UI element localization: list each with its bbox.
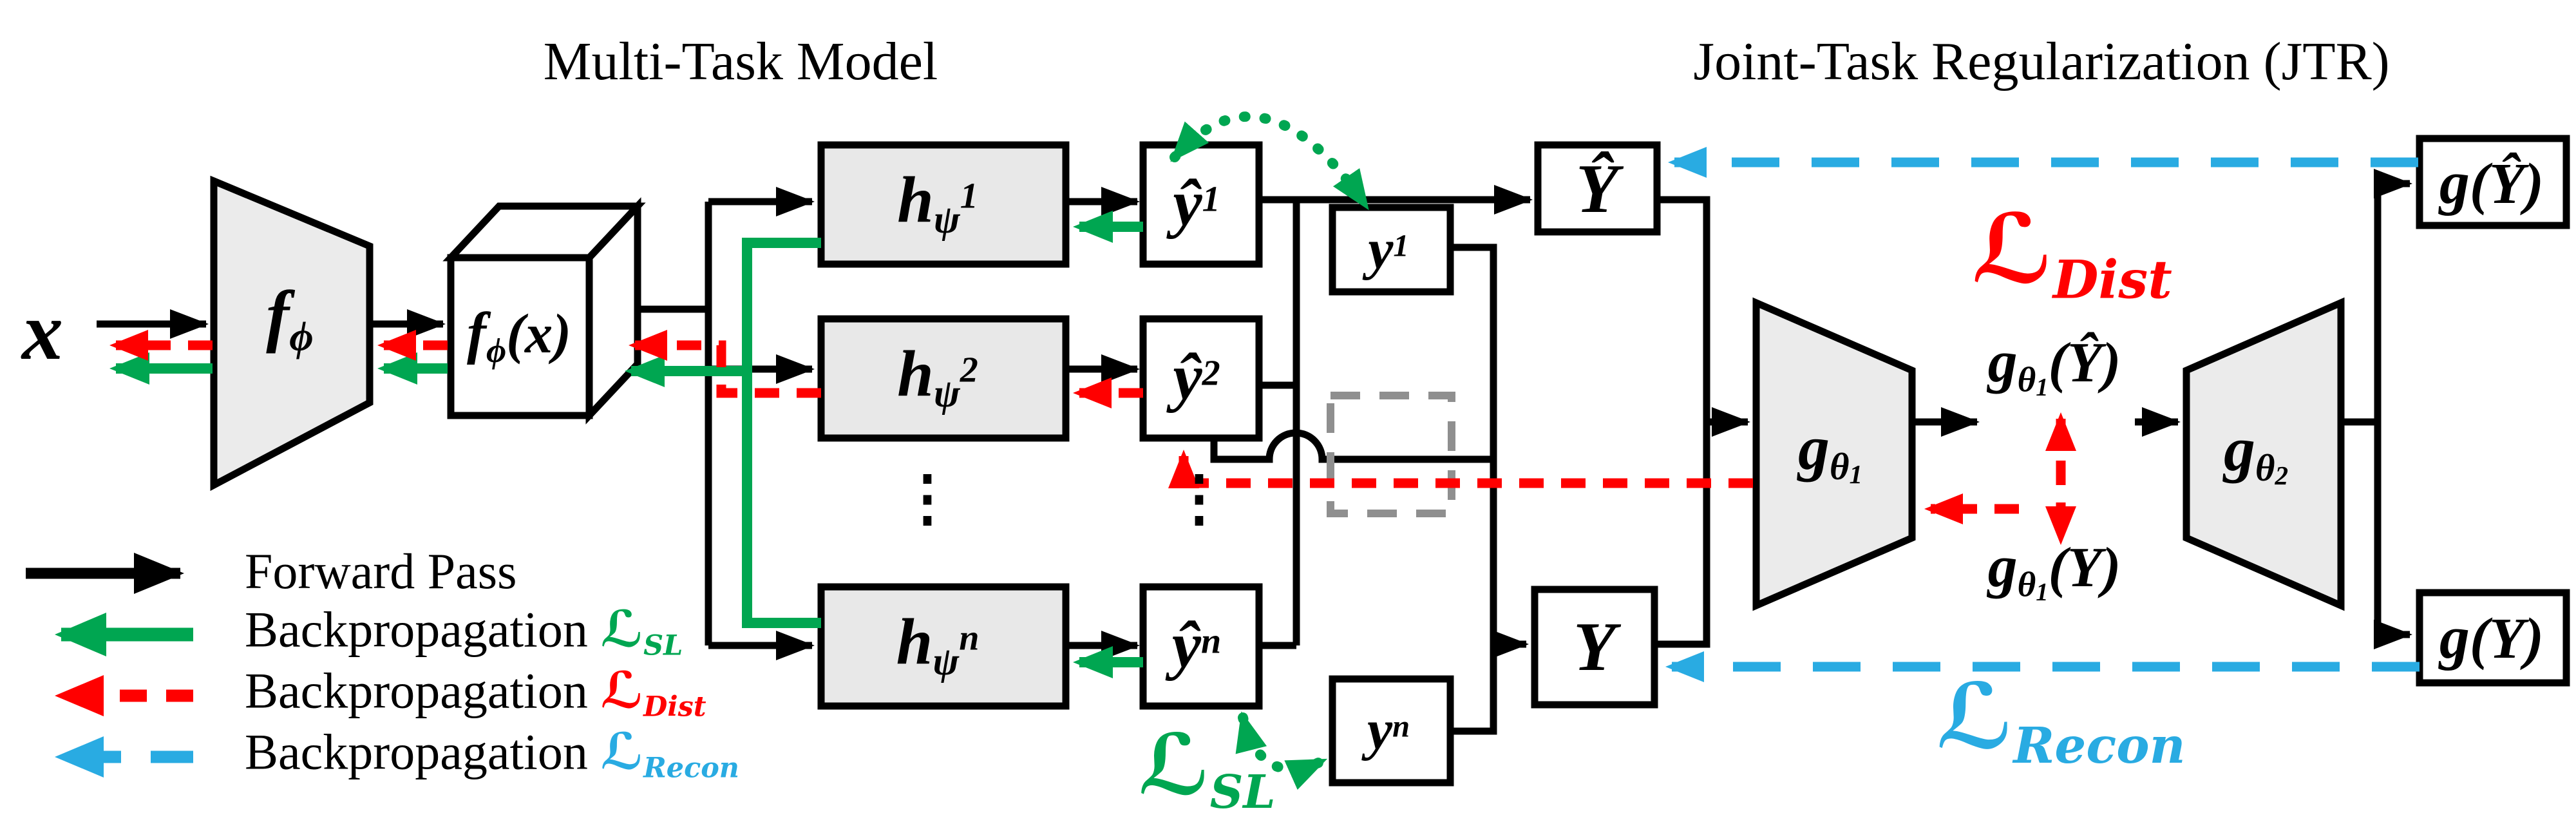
dist-loss-label: ℒDist <box>1971 193 2172 311</box>
feature-cube <box>442 197 646 425</box>
g2-label: gθ2 <box>2223 414 2289 491</box>
cube-front-face <box>447 254 593 419</box>
sl-arc-pred1-gt1 <box>1170 111 1370 211</box>
Yhat-label: Ŷ <box>1576 151 1618 227</box>
gY-box <box>2416 589 2570 687</box>
input-label: x <box>22 285 63 377</box>
sl-loss-label: ℒSL <box>1138 715 1276 819</box>
feature-label: fϕ(x) <box>467 301 571 370</box>
gYhat-box <box>2416 135 2570 229</box>
vdots-heads: ⋮ <box>896 464 958 533</box>
Yhat-box <box>1534 141 1661 236</box>
recon-backprop-lines <box>1665 147 2420 682</box>
pred2-label: ŷ2 <box>1173 341 1220 414</box>
encoder-trapezoid <box>210 175 374 492</box>
pred2-box <box>1139 315 1263 442</box>
legend-dist-label: Backpropagation ℒDist <box>245 661 706 723</box>
legend-sl-label: Backpropagation ℒSL <box>245 600 683 662</box>
red-head2-into-feature <box>629 330 821 398</box>
title-multi-task: Multi-Task Model <box>543 32 938 91</box>
title-jtr: Joint-Task Regularization (JTR) <box>1693 32 2390 91</box>
Y-label: Y <box>1573 609 1616 685</box>
gtn-box <box>1329 675 1454 787</box>
Y-box <box>1531 586 1658 709</box>
g2-trapezoid <box>2183 297 2345 611</box>
g2-output-split <box>2341 184 2382 635</box>
predn-label: ŷn <box>1171 609 1222 682</box>
red-long-into-pred2 <box>1168 450 1753 488</box>
line-pred2-substitute-hop <box>1210 429 1493 463</box>
dist-backprop-lines <box>109 330 2076 545</box>
green-collector <box>742 238 821 628</box>
vdots-preds: ⋮ <box>1168 464 1230 533</box>
gtn-label: yn <box>1367 699 1410 761</box>
gt-collector <box>1450 244 1497 735</box>
blocks <box>210 135 2570 787</box>
legend-forward-label: Forward Pass <box>245 542 517 599</box>
g1-trapezoid <box>1752 297 1916 611</box>
headn-label: hψn <box>896 605 980 683</box>
encoder-label: fϕ <box>266 277 314 360</box>
sl-backprop-lines <box>109 211 1143 678</box>
g1-label: gθ1 <box>1797 413 1863 490</box>
predn-box <box>1139 583 1263 710</box>
gt1-label: y1 <box>1368 218 1409 281</box>
pred1-label: ŷ1 <box>1173 167 1220 240</box>
head1-box <box>817 141 1070 268</box>
gt1-box <box>1329 204 1454 296</box>
head2-box <box>817 315 1070 442</box>
legend-recon-label: Backpropagation ℒRecon <box>245 722 739 785</box>
gY-label: g(Y) <box>2439 604 2544 671</box>
head1-label: hψ1 <box>897 163 978 242</box>
sl-arc-predn-gtn <box>1235 711 1328 790</box>
joint-collector <box>1654 196 1710 648</box>
g1Y-label: gθ1(Y) <box>1987 533 2121 606</box>
head2-label: hψ2 <box>897 337 978 416</box>
g1Yhat-label: gθ1(Ŷ) <box>1987 329 2121 401</box>
sl-loss-arcs <box>1170 111 1370 790</box>
gYhat-label: g(Ŷ) <box>2439 149 2544 216</box>
recon-loss-label: ℒRecon <box>1936 664 2186 776</box>
gt2-missing-placeholder-box <box>1327 392 1455 517</box>
headn-box <box>817 583 1070 710</box>
legend-arrows <box>26 553 193 778</box>
